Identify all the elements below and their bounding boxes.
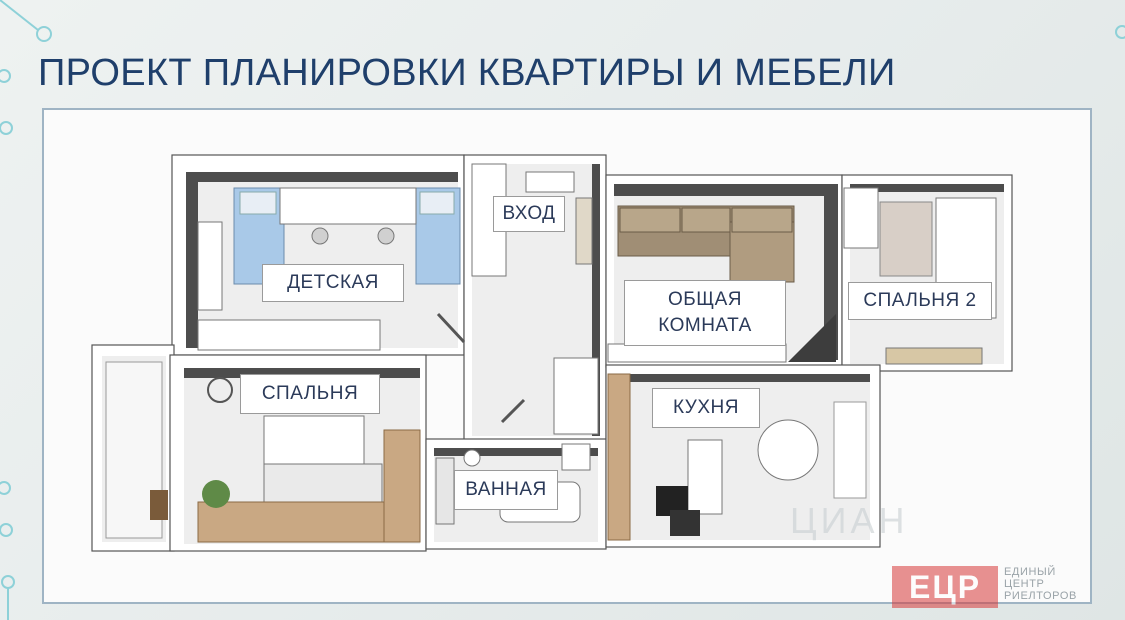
watermark-text: ЦИАН xyxy=(790,500,909,541)
room-label-living-room-text: ОБЩАЯ КОМНАТА xyxy=(658,289,752,336)
room-label-nursery: ДЕТСКАЯ xyxy=(262,264,404,302)
brand-logo: ЕЦР ЕДИНЫЙ ЦЕНТР РИЕЛТОРОВ xyxy=(892,566,1100,610)
living-room-furniture xyxy=(607,205,836,363)
room-label-bathroom: ВАННАЯ xyxy=(454,470,558,510)
page-title: ПРОЕКТ ПЛАНИРОВКИ КВАРТИРЫ И МЕБЕЛИ xyxy=(38,52,896,94)
room-label-bedroom: СПАЛЬНЯ xyxy=(240,374,380,414)
brand-line-3: РИЕЛТОРОВ xyxy=(1004,590,1077,602)
room-label-bedroom-2: СПАЛЬНЯ 2 xyxy=(848,282,992,320)
floor-plan-frame: ДЕТСКАЯ ВХОД ОБЩАЯ КОМНАТА СПАЛЬНЯ 2 СПА… xyxy=(42,108,1092,604)
brand-logo-mark: ЕЦР xyxy=(892,566,998,608)
room-label-entrance: ВХОД xyxy=(493,196,565,232)
nursery-furniture xyxy=(197,187,461,351)
entrance-furniture xyxy=(436,163,599,435)
wall-shadows xyxy=(184,164,1004,456)
floor-plan-drawing xyxy=(91,154,1013,552)
brand-logo-text: ЕДИНЫЙ ЦЕНТР РИЕЛТОРОВ xyxy=(1004,566,1114,602)
brand-line-2: ЦЕНТР xyxy=(1004,578,1045,590)
room-label-kitchen: КУХНЯ xyxy=(652,388,760,428)
kitchen-furniture xyxy=(607,373,867,541)
bedroom-furniture xyxy=(105,361,421,543)
brand-line-1: ЕДИНЫЙ xyxy=(1004,566,1056,578)
room-label-living-room: ОБЩАЯ КОМНАТА xyxy=(624,280,786,346)
